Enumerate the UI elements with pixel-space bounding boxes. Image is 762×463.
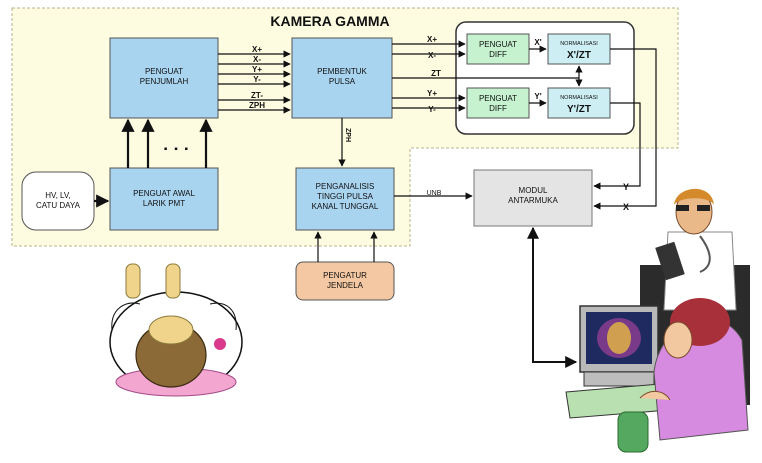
- signal-xminus-label: X-: [253, 55, 261, 64]
- unb-label: UNB: [427, 190, 442, 197]
- signal-xplus-label: X+: [252, 45, 262, 54]
- diff-amp-x-label-2: DIFF: [489, 50, 507, 59]
- summing-amplifier-label-2: PENJUMLAH: [140, 77, 189, 86]
- interface-label-2: ANTARMUKA: [508, 196, 558, 205]
- signal-yminus-label: Y-: [253, 75, 261, 84]
- x-prime-label: X': [534, 38, 541, 47]
- normalize-x-small-label: NORMALISASI: [560, 41, 598, 47]
- diff-amp-y-block: [466, 87, 530, 119]
- ellipsis-dots: ▪ ▪ ▪: [164, 144, 190, 155]
- diff-amp-y-label-2: DIFF: [489, 104, 507, 113]
- pulse-shaper-block: [291, 37, 393, 119]
- window-label-2: JENDELA: [327, 281, 364, 290]
- diff-amp-y-label-1: PENGUAT: [479, 94, 517, 103]
- input-x-label: X: [623, 202, 629, 212]
- power-supply-label-2: CATU DAYA: [36, 201, 81, 210]
- out-yplus-label: Y+: [427, 89, 437, 98]
- preamp-pmt-block: [109, 167, 219, 231]
- operator-at-computer-illustration: [565, 298, 749, 453]
- preamp-label-1: PENGUAT AWAL: [133, 189, 195, 198]
- zph-down-label: ZPH: [344, 128, 351, 142]
- input-y-label: Y: [623, 182, 629, 192]
- window-controller-block: [295, 261, 395, 301]
- out-yminus-label: Y-: [428, 105, 436, 114]
- pulse-shaper-label-2: PULSA: [329, 77, 356, 86]
- diff-amp-x-block: [466, 33, 530, 65]
- analyzer-label-3: KANAL TUNGGAL: [312, 202, 379, 211]
- normalize-y-block: [547, 87, 611, 119]
- diff-amp-x-label-1: PENGUAT: [479, 40, 517, 49]
- normalize-x-big-label: X'/ZT: [567, 50, 591, 61]
- out-xminus-label: X-: [428, 51, 436, 60]
- out-zt-label: ZT: [431, 69, 441, 78]
- preamp-label-2: LARIK PMT: [143, 199, 185, 208]
- pulse-shaper-label-1: PEMBENTUK: [317, 67, 367, 76]
- summing-amplifier-block: [109, 37, 219, 119]
- patient-illustration: [109, 263, 243, 397]
- out-xplus-label: X+: [427, 35, 437, 44]
- interface-label-1: MODUL: [519, 186, 548, 195]
- power-supply-label-1: HV, LV,: [45, 191, 71, 200]
- panel-title: KAMERA GAMMA: [270, 13, 389, 29]
- signal-yplus-label: Y+: [252, 65, 262, 74]
- analyzer-label-1: PENGANALISIS: [316, 182, 375, 191]
- normalize-y-small-label: NORMALISASI: [560, 95, 598, 101]
- normalize-y-big-label: Y'/ZT: [567, 104, 591, 115]
- summing-amplifier-label-1: PENGUAT: [145, 67, 183, 76]
- pulse-height-analyzer-block: [295, 167, 395, 231]
- analyzer-label-2: TINGGI PULSA: [317, 192, 374, 201]
- signal-zph-label: ZPH: [249, 101, 265, 110]
- y-prime-label: Y': [534, 92, 541, 101]
- signal-zt-label: ZT-: [251, 91, 263, 100]
- window-label-1: PENGATUR: [323, 271, 367, 280]
- interface-module-block: [473, 169, 593, 227]
